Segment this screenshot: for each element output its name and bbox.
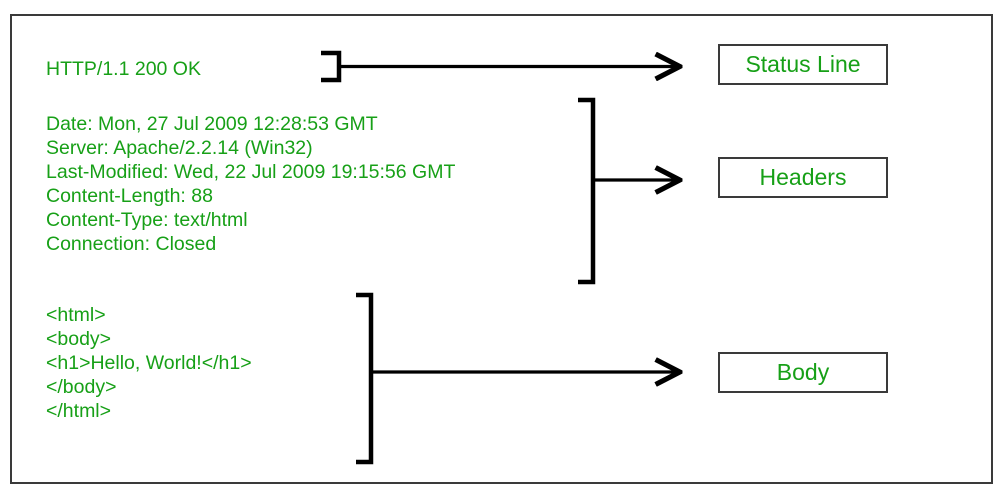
headers-text: Date: Mon, 27 Jul 2009 12:28:53 GMT Serv… <box>46 113 456 255</box>
body-text: <html> <body> <h1>Hello, World!</h1> </b… <box>46 304 252 422</box>
diagram-frame <box>10 14 993 484</box>
label-body-text: Body <box>776 359 830 385</box>
label-box-body: Body <box>718 352 888 393</box>
label-headers-text: Headers <box>759 164 847 190</box>
label-status-line-text: Status Line <box>745 51 861 77</box>
status-line-text: HTTP/1.1 200 OK <box>46 58 201 80</box>
label-box-status-line: Status Line <box>718 44 888 85</box>
label-box-headers: Headers <box>718 157 888 198</box>
